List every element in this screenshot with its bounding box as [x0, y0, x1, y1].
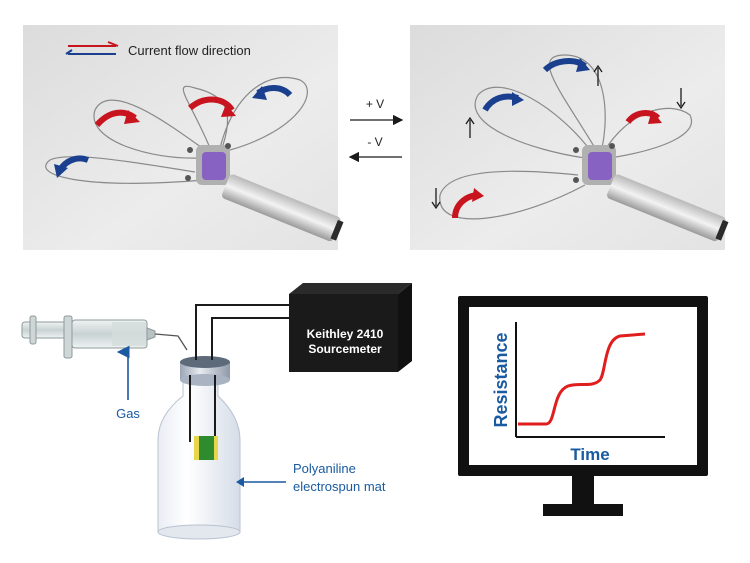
current-legend: Current flow direction: [65, 41, 251, 58]
monitor-stand: [543, 504, 623, 516]
clamp-cluster: [185, 143, 235, 185]
y-axis-label: Resistance: [491, 332, 511, 427]
wire-loops: [45, 76, 308, 184]
gas-syringe: [21, 315, 188, 359]
legend-label: Current flow direction: [128, 43, 251, 58]
gas-label: Gas: [116, 406, 140, 421]
gas-pointer: Gas: [116, 345, 140, 421]
plus-v-label: + V: [366, 97, 384, 111]
photo-left: Current flow direction: [23, 25, 344, 250]
red-arrow-icon: [188, 96, 235, 112]
voltage-switch: + V - V: [348, 97, 404, 163]
clamp-cluster: [573, 143, 619, 185]
current-arrows-left: [54, 85, 293, 178]
monitor-screen: [469, 307, 697, 465]
mat-label-line2: electrospun mat: [293, 479, 386, 494]
monitor: Resistance Time: [458, 296, 708, 516]
resistance-curve: [518, 332, 646, 426]
meter-label-line2: Sourcemeter: [308, 342, 382, 356]
minus-v-label: - V: [367, 135, 382, 149]
mat-label-line1: Polyaniline: [293, 461, 356, 476]
mat-pointer: Polyaniline electrospun mat: [236, 461, 386, 494]
test-bottle: [157, 356, 241, 540]
x-axis-label: Time: [570, 445, 609, 464]
meter-label-line1: Keithley 2410: [307, 327, 384, 341]
photo-right: [410, 25, 729, 250]
current-arrows-right: [431, 58, 686, 219]
probe-rod: [607, 174, 729, 242]
meter-wires: [195, 304, 292, 360]
polyaniline-mat: [199, 436, 214, 460]
probe-rod: [222, 174, 344, 242]
keithley-meter: Keithley 2410 Sourcemeter: [289, 283, 412, 372]
